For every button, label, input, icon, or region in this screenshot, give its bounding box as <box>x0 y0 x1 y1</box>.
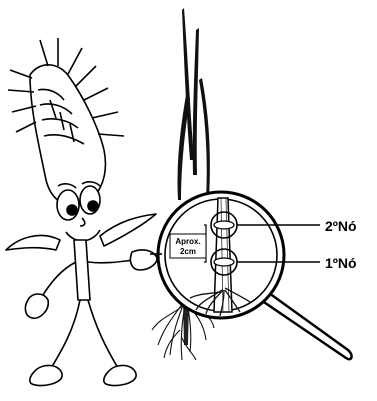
node-1-label: 1ºNó <box>325 255 357 271</box>
distance-label-line2: 2cm <box>180 247 196 256</box>
wheat-mascot <box>6 38 162 386</box>
node-2-label: 2ºNó <box>325 218 357 234</box>
distance-label-line1: Aprox. <box>175 237 200 246</box>
